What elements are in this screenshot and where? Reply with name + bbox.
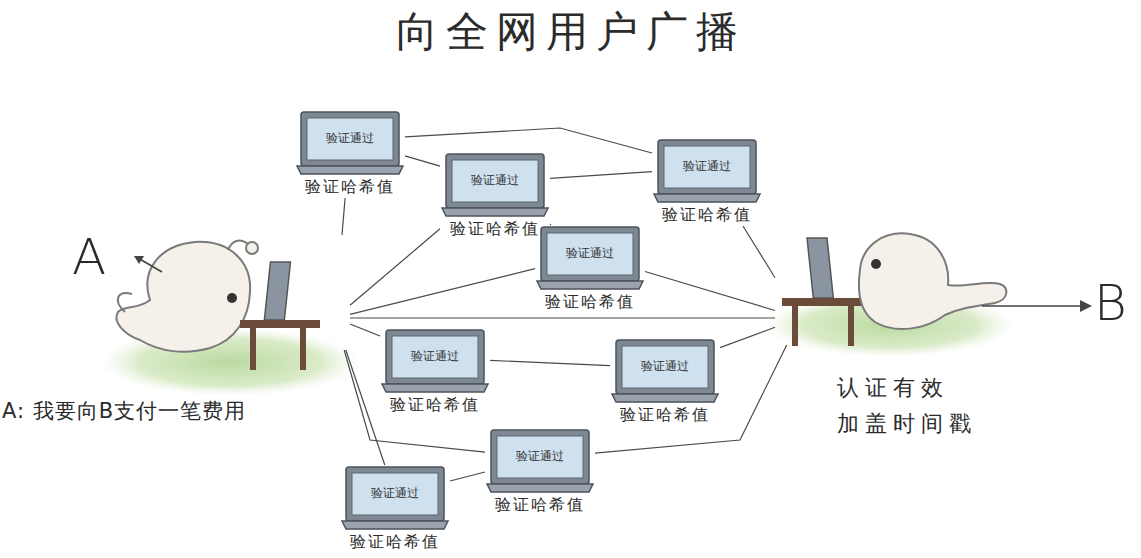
screen-text: 验证通过 (440, 172, 550, 189)
party-caption: 认证有效 加盖时间戳 (837, 370, 987, 442)
node-label: 验证哈希值 (610, 406, 720, 424)
network-link (743, 226, 775, 278)
callout-letter: A (72, 228, 106, 286)
network-link (645, 272, 775, 311)
network-link (490, 360, 610, 365)
desk-leg (792, 306, 798, 346)
node-label: 验证哈希值 (340, 533, 450, 551)
pointer-head (1080, 300, 1092, 312)
party-caption: A: 我要向B支付一笔费用 (2, 397, 246, 425)
node-label: 验证哈希值 (380, 396, 490, 414)
network-link (350, 229, 440, 305)
callout-letter: B (1094, 274, 1127, 332)
laptop-node: 验证通过验证哈希值 (485, 428, 595, 516)
network-link (405, 128, 652, 153)
laptop-screen-b (807, 238, 833, 298)
desk-leg (848, 306, 854, 346)
title: 向全网用户广播 (0, 4, 1141, 60)
screen-text: 验证通过 (380, 348, 490, 365)
desk-leg (300, 328, 306, 370)
pointer-arrow (982, 305, 1085, 307)
screen-text: 验证通过 (485, 448, 595, 465)
screen-text: 验证通过 (610, 358, 720, 375)
party-node: A: 我要向B支付一笔费用 (110, 235, 350, 350)
pointer-arrow (138, 258, 162, 272)
screen-text: 验证通过 (535, 245, 645, 262)
laptop-node: 验证通过验证哈希值 (340, 465, 450, 553)
antenna (228, 241, 248, 250)
laptop-node: 验证通过验证哈希值 (535, 225, 645, 313)
node-label: 验证哈希值 (295, 178, 405, 196)
character-a (117, 242, 251, 352)
screen-text: 验证通过 (295, 130, 405, 147)
node-label: 验证哈希值 (535, 293, 645, 311)
screen-text: 验证通过 (340, 485, 450, 502)
network-link (350, 269, 535, 315)
character-b (859, 233, 1006, 329)
pointer-head (134, 256, 144, 264)
network-link (595, 345, 787, 453)
laptop-node: 验证通过验证哈希值 (652, 138, 762, 226)
antenna-tip (246, 242, 258, 254)
tail (118, 293, 132, 312)
network-link (405, 156, 440, 166)
network-link (550, 172, 652, 179)
node-label: 验证哈希值 (485, 496, 595, 514)
network-link (550, 224, 551, 226)
network-link (350, 317, 775, 318)
network-link (720, 327, 775, 347)
desk-leg (250, 328, 256, 370)
laptop-node: 验证通过验证哈希值 (440, 152, 550, 240)
desk-b (782, 298, 864, 306)
network-link (346, 350, 385, 465)
network-link (342, 198, 345, 235)
eye (227, 293, 237, 303)
network-link (450, 472, 485, 481)
node-label: 验证哈希值 (652, 206, 762, 224)
laptop-node: 验证通过验证哈希值 (295, 110, 405, 198)
desk-a (240, 320, 320, 328)
network-link (350, 324, 380, 336)
party-node: 认证有效 加盖时间戳 (775, 230, 1005, 345)
laptop-node: 验证通过验证哈希值 (380, 328, 490, 416)
laptop-screen-a (264, 262, 290, 320)
laptop-node: 验证通过验证哈希值 (610, 338, 720, 426)
screen-text: 验证通过 (652, 158, 762, 175)
node-label: 验证哈希值 (440, 220, 550, 238)
eye (871, 259, 881, 269)
